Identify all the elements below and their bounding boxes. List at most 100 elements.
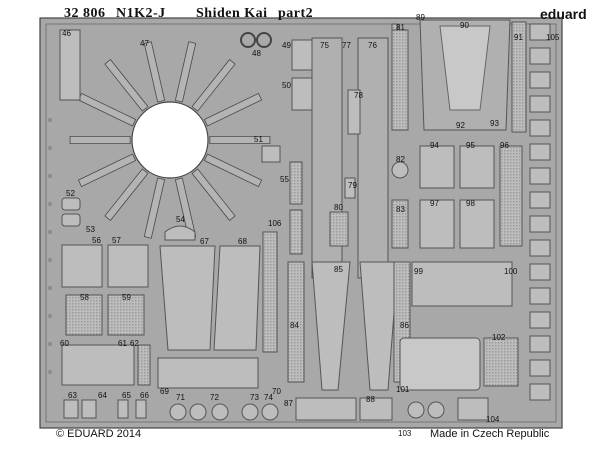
part-87 <box>295 397 357 421</box>
part-number-label: 95 <box>466 141 475 150</box>
part-56 <box>61 244 103 288</box>
part-number-label: 86 <box>400 321 409 330</box>
fret-sprue-tab <box>47 201 53 207</box>
part-46 <box>59 29 81 101</box>
part-number-label: 65 <box>122 391 131 400</box>
part-number-label: 75 <box>320 41 329 50</box>
part-105-tab <box>529 23 551 41</box>
part-99-100-panel <box>411 261 513 307</box>
part-number-label: 59 <box>122 293 131 302</box>
part-55-b <box>289 209 303 255</box>
fret-sprue-tab <box>47 117 53 123</box>
part-74 <box>261 403 279 421</box>
engine-cylinder-fin <box>77 92 137 127</box>
fret-sprue-tab <box>47 285 53 291</box>
part-number-label: 69 <box>160 387 169 396</box>
part-number-label: 58 <box>80 293 89 302</box>
part-95 <box>459 145 495 189</box>
engine-cylinder-fin <box>203 153 263 188</box>
part-105-tab <box>529 383 551 401</box>
part-number-label: 98 <box>466 199 475 208</box>
part-60 <box>61 344 135 386</box>
part-105-tab <box>529 239 551 257</box>
part-105-tab <box>529 287 551 305</box>
part-48-ring-a <box>240 32 256 48</box>
fret-sprue-tab <box>47 145 53 151</box>
part-number-label: 92 <box>456 121 465 130</box>
part-number-label: 94 <box>430 141 439 150</box>
part-number-label: 53 <box>86 225 95 234</box>
part-105-tab <box>529 71 551 89</box>
engine-cylinder-fin <box>69 136 131 144</box>
part-number-label: 93 <box>490 119 499 128</box>
engine-cylinder-fin <box>203 92 263 127</box>
engine-cylinder-fin <box>143 177 166 239</box>
part-number-label: 49 <box>282 41 291 50</box>
part-number-label: 73 <box>250 393 259 402</box>
part-103-b <box>427 401 445 419</box>
part-79 <box>344 177 356 199</box>
engine-cylinder-fin <box>174 41 197 103</box>
part-105-tab <box>529 215 551 233</box>
part-number-label: 96 <box>500 141 509 150</box>
part-69-70-panel <box>157 357 259 389</box>
part-57 <box>107 244 149 288</box>
part-number-label: 103 <box>398 429 412 438</box>
part-number-label: 82 <box>396 155 405 164</box>
part-number-label: 48 <box>252 49 261 58</box>
fret-sprue-tab <box>47 173 53 179</box>
part-number-label: 91 <box>514 33 523 42</box>
fret-part-label: part2 <box>278 6 314 21</box>
part-number-label: 68 <box>238 237 247 246</box>
part-64 <box>81 399 97 419</box>
part-52 <box>61 197 81 211</box>
part-number-label: 54 <box>176 215 185 224</box>
part-number-label: 72 <box>210 393 219 402</box>
part-76 <box>357 37 389 279</box>
part-105-tab <box>529 263 551 281</box>
part-78 <box>347 89 361 135</box>
engine-cylinder-fin <box>104 59 149 112</box>
part-number-label: 76 <box>368 41 377 50</box>
part-number-label: 56 <box>92 236 101 245</box>
part-number-label: 63 <box>68 391 77 400</box>
part-number-label: 78 <box>354 91 363 100</box>
part-number-label: 57 <box>112 236 121 245</box>
engine-cylinder-fin <box>104 168 149 221</box>
part-number-label: 47 <box>140 39 149 48</box>
part-90-insert <box>439 25 491 111</box>
engine-cylinder-fin <box>191 59 236 112</box>
part-104 <box>457 397 489 421</box>
fret-set-number: 32 806 <box>64 6 106 21</box>
part-105-tab <box>529 311 551 329</box>
part-84 <box>287 261 305 383</box>
part-102 <box>483 337 519 387</box>
part-number-label: 66 <box>140 391 149 400</box>
part-55-a <box>289 161 303 205</box>
fret-sprue-tab <box>47 313 53 319</box>
part-number-label: 84 <box>290 321 299 330</box>
part-59 <box>107 294 145 336</box>
part-number-label: 97 <box>430 199 439 208</box>
part-71-b <box>189 403 207 421</box>
part-number-label: 74 <box>264 393 273 402</box>
part-105-tab <box>529 359 551 377</box>
part-105-tab <box>529 119 551 137</box>
brand-logo: eduard <box>540 6 587 22</box>
part-number-label: 88 <box>366 395 375 404</box>
part-81 <box>391 29 409 131</box>
part-105-column <box>529 23 551 401</box>
copyright-text: © EDUARD 2014 <box>56 428 142 440</box>
part-103-a <box>407 401 425 419</box>
part-51 <box>261 145 281 163</box>
fret-inner-border <box>45 23 557 423</box>
part-number-label: 71 <box>176 393 185 402</box>
part-88 <box>359 397 393 421</box>
part-number-label: 62 <box>130 339 139 348</box>
origin-text: Made in Czech Republic <box>430 428 550 440</box>
part-number-label: 81 <box>396 23 405 32</box>
part-62 <box>137 344 151 386</box>
part-number-label: 100 <box>504 267 518 276</box>
part-105-tab <box>529 167 551 185</box>
